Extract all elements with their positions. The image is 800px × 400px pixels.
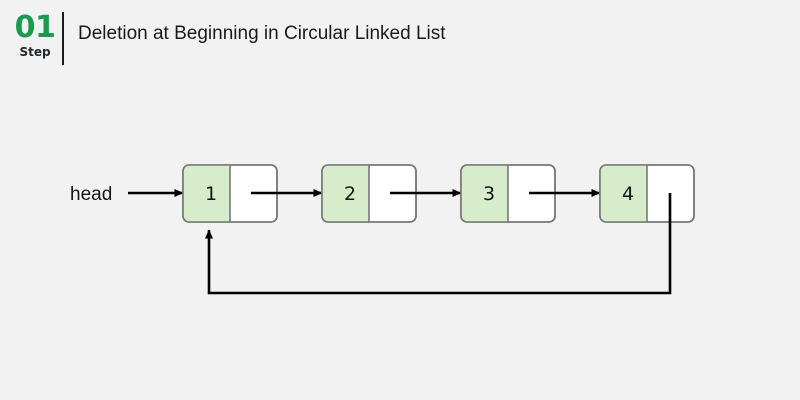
head-label: head	[70, 184, 112, 205]
header-divider	[62, 12, 64, 65]
step-badge: 01 Step	[12, 10, 58, 60]
node-3-data-cell	[461, 165, 508, 222]
node-1-data-cell	[183, 165, 230, 222]
node-3-value: 3	[483, 183, 495, 205]
list-node-3: 3	[460, 164, 556, 223]
step-number: 01	[14, 10, 56, 45]
header-bar: 01 Step Deletion at Beginning in Circula…	[0, 0, 800, 80]
node-4-data-cell	[600, 165, 647, 222]
node-4-outline	[599, 164, 695, 223]
circular-link-arrow	[205, 193, 672, 295]
node-2-value: 2	[344, 183, 356, 205]
list-node-4: 4	[599, 164, 695, 223]
node-4-value: 4	[622, 183, 634, 205]
node-1-value: 1	[205, 183, 217, 205]
list-node-2: 2	[321, 164, 417, 223]
page-title: Deletion at Beginning in Circular Linked…	[78, 23, 446, 44]
node-2-data-cell	[322, 165, 369, 222]
step-label: Step	[19, 45, 51, 59]
